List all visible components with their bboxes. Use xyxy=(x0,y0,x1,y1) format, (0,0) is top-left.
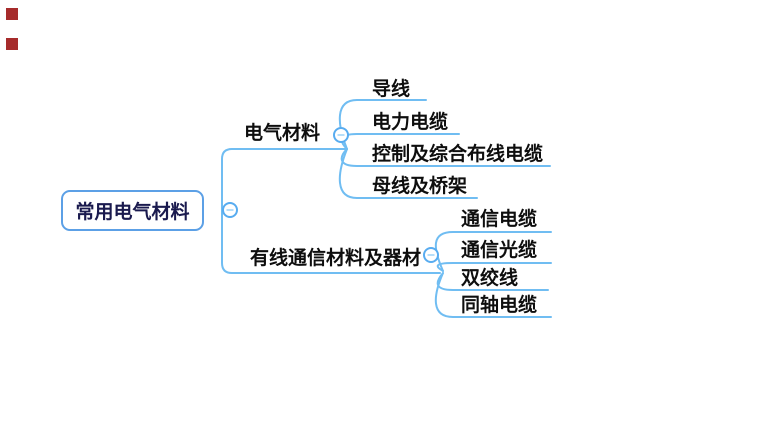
subtopic-communication-cable[interactable]: 通信电缆 xyxy=(461,209,538,230)
root-topic-label: 常用电气材料 xyxy=(75,202,190,223)
subtopic-optical-cable[interactable]: 通信光缆 xyxy=(461,240,538,261)
subtopic-control-wiring-cable[interactable]: 控制及综合布线电缆 xyxy=(372,144,544,165)
subtopic-wire[interactable]: 导线 xyxy=(372,79,411,100)
connector-muxian-qiaojia xyxy=(338,148,478,199)
subtopic-twisted-pair[interactable]: 双绞线 xyxy=(461,268,519,289)
root-topic[interactable]: 常用电气材料 xyxy=(61,190,204,231)
branch-topic-wired-communication[interactable]: 有线通信材料及器材 xyxy=(250,248,422,269)
subtopic-coaxial-cable[interactable]: 同轴电缆 xyxy=(461,295,538,316)
subtopic-busbar-tray[interactable]: 母线及桥架 xyxy=(372,176,468,197)
trunk-connector-line xyxy=(221,148,441,274)
connector-tongzhou-dianlan xyxy=(434,272,552,318)
red-square-marker-1 xyxy=(6,8,18,20)
subtopic-power-cable[interactable]: 电力电缆 xyxy=(372,112,449,133)
red-square-marker-2 xyxy=(6,38,18,50)
branch-topic-electrical-materials[interactable]: 电气材料 xyxy=(244,123,321,144)
connector-tongxin-guanglan xyxy=(436,262,552,272)
